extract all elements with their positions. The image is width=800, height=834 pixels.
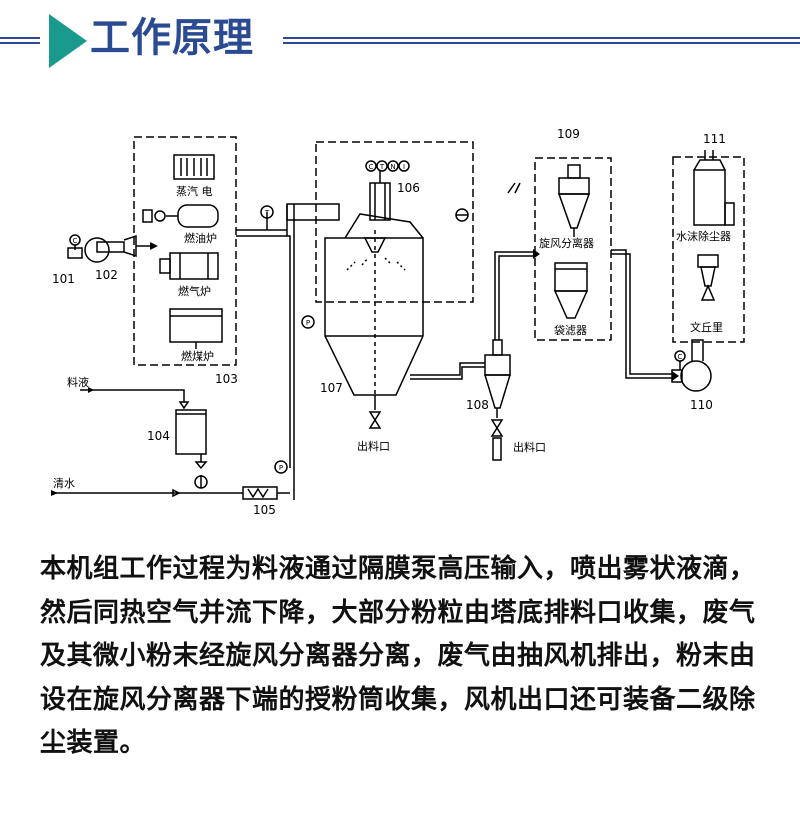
description-paragraph: 本机组工作过程为料液通过隔膜泵高压输入，喷出雾状液滴，然后同热空气并流下降，大部… [40, 554, 756, 758]
steam-electric-heater [173, 154, 215, 180]
svg-text:N: N [390, 163, 395, 171]
header-rule-right [283, 37, 800, 44]
svg-text:I: I [403, 163, 405, 171]
venturi-scrubber [697, 254, 719, 301]
spray-dryer-flow-diagram: C T P P C C T N I 101 102 103 104 105 10… [51, 127, 745, 517]
label-102: 102 [95, 268, 118, 282]
label-111: 111 [703, 132, 726, 146]
cyclone-108 [483, 339, 512, 461]
label-103: 103 [215, 372, 238, 386]
gas-pipe-to-fan [611, 249, 672, 379]
label-venturi: 文丘里 [690, 320, 723, 334]
gas-pipe-to-cyclone [494, 251, 533, 340]
label-outlet-tower: 出料口 [357, 439, 390, 453]
coal-furnace [169, 308, 223, 349]
air-distributor [286, 203, 340, 221]
label-104: 104 [147, 429, 170, 443]
svg-text:T: T [264, 209, 270, 217]
triangle-icon [49, 14, 87, 68]
cyclone-separator-109 [557, 164, 591, 237]
label-oil-furnace: 燃油炉 [184, 231, 217, 245]
header-rule-left [0, 37, 40, 44]
label-108: 108 [466, 398, 489, 412]
bag-filter [553, 262, 589, 319]
label-107: 107 [320, 381, 343, 395]
air-filter-101 [67, 234, 83, 259]
feed-tank-104 [80, 389, 208, 489]
label-water-scrubber: 水沫除尘器 [676, 229, 731, 243]
label-109: 109 [557, 127, 580, 141]
label-cyclone-separator: 旋风分离器 [539, 236, 594, 250]
label-110: 110 [690, 398, 713, 412]
svg-text:P: P [279, 464, 283, 472]
svg-text:C: C [678, 353, 683, 361]
svg-text:T: T [379, 163, 385, 171]
label-106: 106 [397, 181, 420, 195]
svg-text:C: C [369, 163, 374, 171]
exhaust-duct [410, 362, 485, 376]
thermometer-icon [260, 205, 274, 219]
svg-text:P: P [306, 319, 310, 327]
heater-dashed-box [133, 136, 237, 366]
oil-furnace [142, 204, 219, 228]
water-scrubber-111 [693, 150, 735, 226]
section-header: 工作原理 [0, 0, 800, 80]
atomizer-106 [365, 160, 410, 221]
label-steam-electric: 蒸汽 电 [176, 184, 213, 198]
label-feed-liquid: 料液 [67, 375, 89, 389]
atomizer-dashed-box [315, 141, 474, 303]
scrubber-dashed-box [672, 156, 745, 343]
label-bag-filter: 袋滤器 [554, 323, 587, 337]
svg-text:C: C [73, 237, 78, 245]
label-clean-water: 清水 [53, 477, 75, 490]
section-title: 工作原理 [90, 14, 254, 61]
feed-pump-105 [242, 486, 290, 500]
blower-102 [84, 234, 150, 263]
separator-dashed-box [534, 157, 612, 341]
label-101: 101 [52, 272, 75, 286]
label-coal-furnace: 燃煤炉 [181, 349, 214, 363]
label-outlet-cyclone: 出料口 [513, 440, 546, 454]
drying-tower-107 [301, 213, 424, 429]
label-gas-furnace: 燃气炉 [178, 284, 211, 298]
label-105: 105 [253, 503, 276, 517]
exhaust-fan-110 [671, 339, 712, 392]
gas-furnace [159, 252, 219, 280]
